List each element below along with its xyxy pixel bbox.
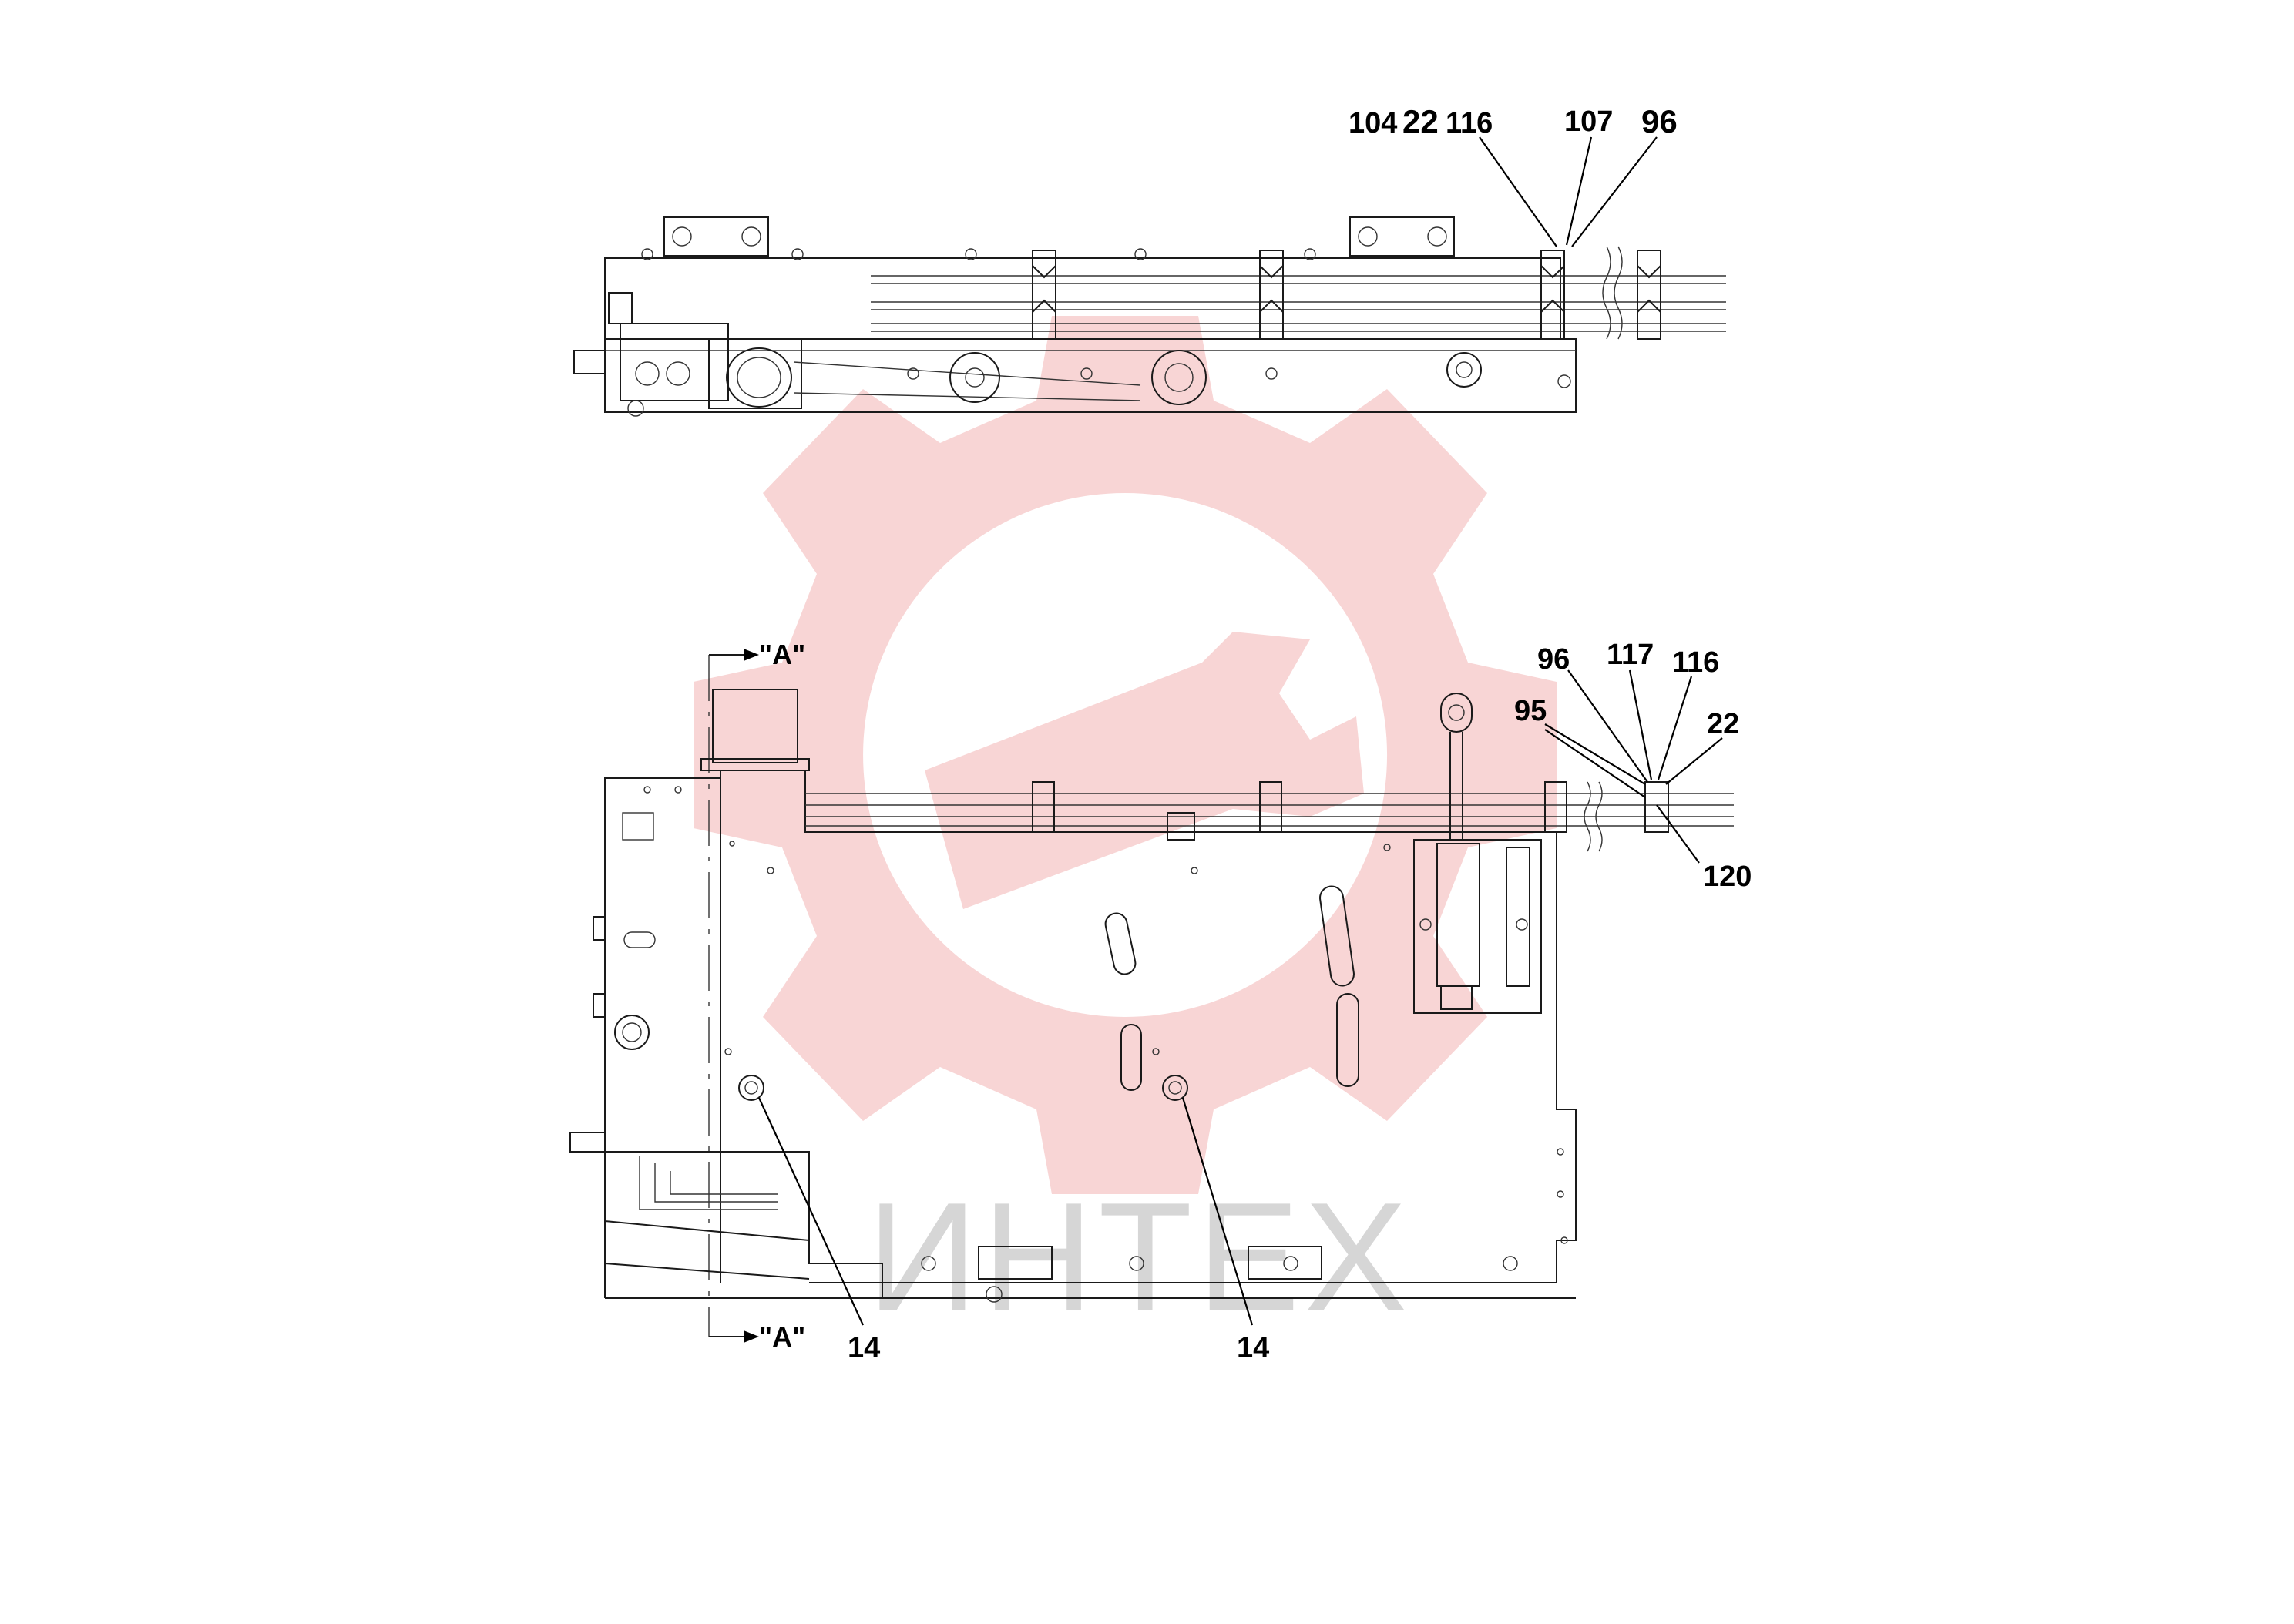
gear-wrench-logo-icon xyxy=(694,316,1557,1194)
side-view-callouts: 96 117 116 95 22 120 14 14 xyxy=(848,639,1752,1364)
callout-95: 95 xyxy=(1514,695,1547,727)
callout-22: 22 xyxy=(1402,103,1439,139)
section-label-top: "A" xyxy=(759,639,805,670)
callout-116: 116 xyxy=(1446,107,1493,139)
top-view-assembly xyxy=(573,216,1726,417)
callout-104: 104 xyxy=(1349,107,1397,139)
callout-116-side: 116 xyxy=(1672,646,1719,679)
callout-96: 96 xyxy=(1641,103,1678,139)
section-label-bottom: "A" xyxy=(759,1321,805,1353)
callout-14-right: 14 xyxy=(1237,1332,1269,1364)
top-view-leaders xyxy=(1479,136,1658,247)
top-view-callouts: 104 22 116 107 96 xyxy=(1349,103,1678,139)
callout-120: 120 xyxy=(1703,861,1752,893)
callout-14-left: 14 xyxy=(848,1332,880,1364)
callout-22-side: 22 xyxy=(1707,708,1739,740)
side-view-leaders xyxy=(757,669,1723,1326)
callout-96-side: 96 xyxy=(1537,643,1570,676)
callout-117: 117 xyxy=(1607,639,1654,671)
side-view-assembly xyxy=(569,649,1734,1343)
callout-107: 107 xyxy=(1564,106,1613,138)
